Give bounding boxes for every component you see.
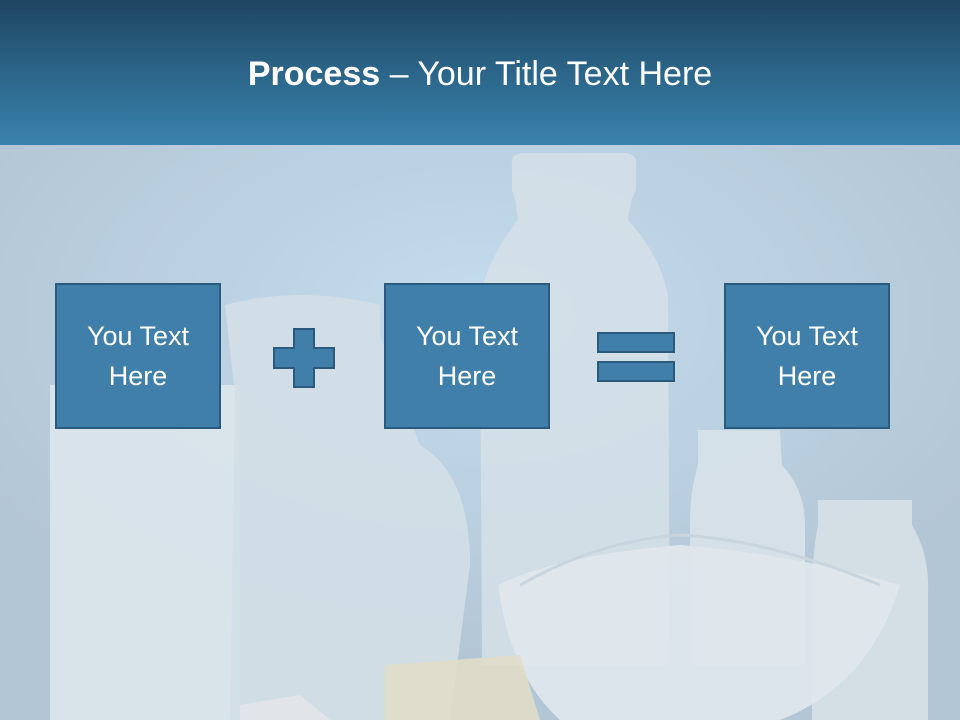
equals-icon	[597, 332, 675, 382]
process-box-2-text: You Text Here	[415, 321, 519, 391]
plus-icon	[273, 328, 335, 388]
title-bold: Process	[247, 55, 381, 93]
process-box-1-text: You Text Here	[86, 321, 190, 391]
process-box-2[interactable]: You Text Here	[384, 283, 550, 429]
slide-title: Process – Your Title Text Here	[0, 52, 960, 96]
process-box-1[interactable]: You Text Here	[55, 283, 221, 429]
title-banner: Process – Your Title Text Here	[0, 0, 960, 145]
dairy-background-image	[0, 145, 960, 720]
process-box-3[interactable]: You Text Here	[724, 283, 890, 429]
process-box-3-text: You Text Here	[755, 321, 859, 391]
title-rest: – Your Title Text Here	[380, 55, 713, 93]
